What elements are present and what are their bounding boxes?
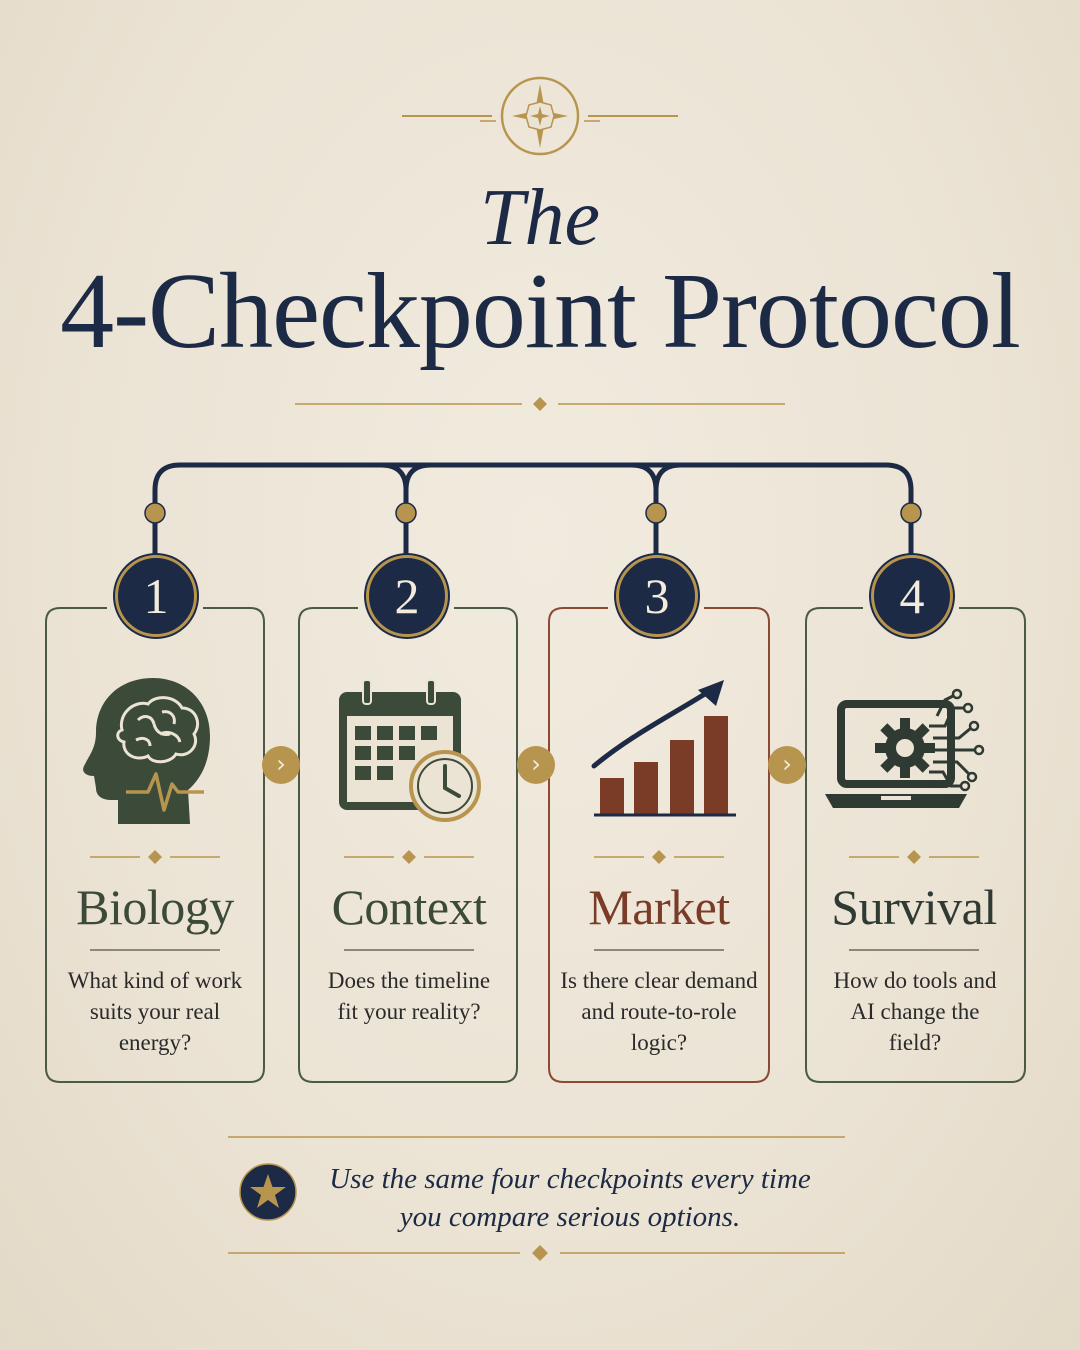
- step-description-4: How do tools and AI change the field?: [833, 968, 997, 1055]
- star-icon: [239, 1163, 297, 1221]
- diamond-icon: [532, 1245, 548, 1261]
- footer-note: Use the same four checkpoints every time…: [329, 1163, 811, 1233]
- diamond-icon: [533, 397, 547, 411]
- growth-chart-icon: [591, 680, 736, 817]
- brain-head-icon: [83, 678, 210, 824]
- connector-tree: [144, 462, 922, 560]
- chevron-right-icon: ›: [768, 746, 806, 784]
- chevron-right-icon: ›: [262, 746, 300, 784]
- step-number-3: 3: [616, 555, 698, 637]
- step-description-1: What kind of work suits your real energy…: [67, 968, 243, 1055]
- calendar-clock-icon: [339, 679, 481, 822]
- step-number-4: 4: [871, 555, 953, 637]
- compass-star-icon: [512, 84, 568, 148]
- step-description-3: Is there clear demand and route-to-role …: [560, 968, 758, 1055]
- step-description-2: Does the timeline fit your reality?: [327, 968, 491, 1024]
- title-divider: [295, 397, 785, 411]
- laptop-gear-icon: [825, 688, 985, 808]
- connector-node: [395, 502, 417, 524]
- step-title-4: Survival: [831, 879, 997, 935]
- page-title: 4-Checkpoint Protocol: [60, 252, 1021, 371]
- step-number-2: 2: [366, 555, 448, 637]
- title-the: The: [480, 174, 600, 262]
- step-title-2: Context: [331, 879, 487, 935]
- chevron-right-icon: ›: [517, 746, 555, 784]
- connector-node: [645, 502, 667, 524]
- step-title-1: Biology: [76, 879, 234, 935]
- connector-node: [144, 502, 166, 524]
- step-number-1: 1: [115, 555, 197, 637]
- compass-ornament: [402, 76, 678, 156]
- step-title-3: Market: [588, 879, 730, 935]
- connector-node: [900, 502, 922, 524]
